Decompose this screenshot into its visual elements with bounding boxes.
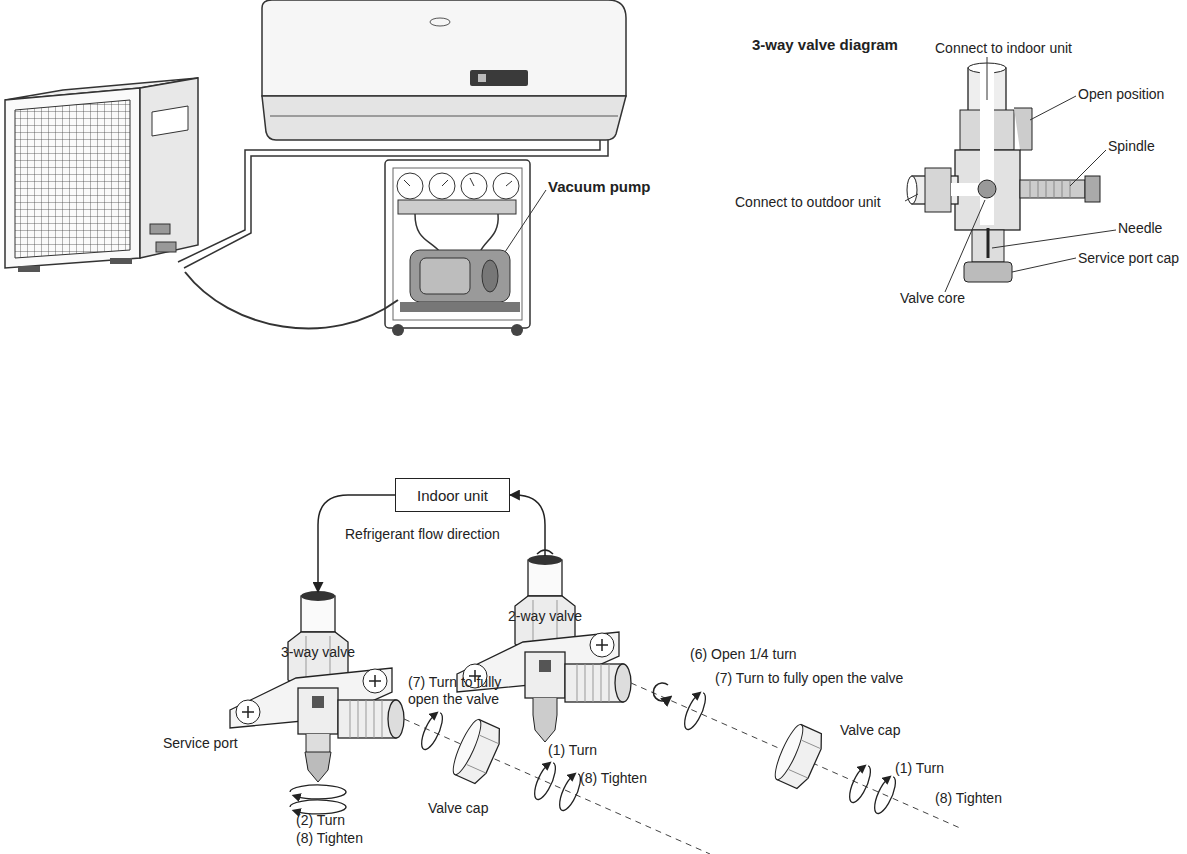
part-label: Valve cap — [840, 722, 900, 739]
two-way-valve-part — [870, 774, 899, 816]
heading-label: 3-way valve diagram — [752, 36, 898, 53]
vacuum-pump-part — [511, 324, 523, 336]
step-label: (2) Turn — [296, 812, 345, 829]
wall-unit-part — [270, 116, 618, 117]
valve-section-inset-part — [1085, 176, 1100, 202]
wall-unit-part — [470, 70, 528, 86]
step-label: (1) Turn — [895, 760, 944, 777]
part-label: Connect to outdoor unit — [735, 194, 881, 211]
three-way-valve-part-part — [467, 735, 499, 773]
outdoor-unit-part — [150, 224, 170, 234]
part-label: Service port — [163, 735, 238, 752]
vacuum-pump-part — [185, 272, 398, 328]
outdoor-unit-part — [5, 88, 140, 268]
three-way-valve-part-part — [448, 717, 485, 778]
valve-node: 2-way valve — [500, 556, 590, 646]
step-label: (1) Turn — [548, 742, 597, 759]
two-way-valve-part — [533, 698, 557, 742]
outdoor-unit-part — [18, 266, 40, 272]
vacuum-pump-part — [410, 250, 510, 302]
three-way-valve-part — [417, 710, 446, 752]
part-label: Vacuum pump — [548, 178, 651, 195]
outdoor-unit-part — [110, 258, 132, 264]
wall-unit — [262, 0, 626, 140]
outdoor-unit-part — [15, 100, 130, 258]
part-label: Service port cap — [1078, 250, 1179, 267]
part-label: Connect to indoor unit — [935, 40, 1072, 57]
vacuum-pump-part — [505, 190, 546, 252]
vacuum-pump-part — [393, 168, 522, 320]
vacuum-pump-part — [400, 302, 520, 312]
node-text: Indoor unit — [417, 487, 488, 504]
valve-section-inset-part — [978, 180, 996, 198]
three-way-valve-part — [305, 752, 331, 782]
node-text: 3-way valve — [273, 644, 363, 660]
two-way-valve-part-part — [770, 722, 807, 783]
two-way-valve-part — [770, 722, 826, 791]
step-label: (7) Turn to fully open the valve — [408, 674, 536, 708]
vacuum-pump — [185, 160, 546, 336]
vacuum-pump-part — [392, 324, 404, 336]
valve-node: 3-way valve — [273, 592, 363, 682]
flow-label: Refrigerant flow direction — [345, 526, 500, 543]
valve-section-inset-part — [1030, 180, 1070, 198]
three-way-valve-part — [448, 717, 504, 786]
flow-connector — [318, 495, 395, 592]
node-text: 2-way valve — [500, 608, 590, 624]
vacuum-pump-part — [385, 160, 530, 328]
vacuum-pump-part — [398, 200, 516, 214]
step-label: (6) Open 1/4 turn — [690, 646, 797, 663]
part-label: Needle — [1118, 220, 1162, 237]
wall-unit-part — [262, 96, 626, 140]
valve-section-inset-part — [964, 262, 1012, 282]
part-label: Open position — [1078, 86, 1164, 103]
part-label: Spindle — [1108, 138, 1155, 155]
step-label: (7) Turn to fully open the valve — [715, 670, 903, 687]
unit-box: Indoor unit — [395, 478, 510, 512]
three-way-valve — [230, 591, 710, 854]
valve-section-inset-part — [987, 228, 990, 258]
three-way-valve-part — [290, 800, 346, 814]
two-way-valve — [457, 550, 960, 828]
two-way-valve-part — [653, 683, 668, 701]
wall-unit-part — [430, 18, 450, 26]
step-label: (8) Tighten — [296, 830, 363, 847]
vacuum-pump-part — [415, 214, 498, 252]
two-way-valve-part — [537, 550, 553, 554]
three-way-valve-part — [530, 760, 559, 802]
outdoor-unit-part — [156, 242, 176, 252]
two-way-valve-part — [680, 690, 709, 732]
vacuum-pump-part — [420, 258, 470, 294]
two-way-valve-part-part — [789, 740, 821, 778]
outdoor-unit — [5, 78, 198, 272]
three-way-valve-part — [230, 591, 404, 738]
part-label: Valve core — [900, 290, 965, 307]
valve-section-inset-part — [907, 176, 917, 204]
three-way-valve-part — [290, 785, 346, 799]
wall-unit-part — [262, 0, 626, 96]
wall-unit-part — [478, 74, 486, 82]
valve-section-inset-part — [925, 168, 951, 212]
step-label: (8) Tighten — [580, 770, 647, 787]
valve-section-inset-part — [1020, 180, 1085, 198]
three-way-valve-part — [404, 719, 710, 854]
flow-connector — [510, 495, 545, 556]
two-way-valve-part — [631, 683, 960, 828]
outdoor-unit-part — [140, 78, 198, 258]
vacuum-pump-part — [482, 260, 498, 292]
valve-section-inset-part — [1014, 108, 1032, 150]
part-label: Valve cap — [428, 800, 488, 817]
outdoor-unit-part — [152, 106, 188, 136]
two-way-valve-part — [845, 763, 874, 805]
vacuum-pump-part — [404, 178, 512, 186]
step-label: (8) Tighten — [935, 790, 1002, 807]
